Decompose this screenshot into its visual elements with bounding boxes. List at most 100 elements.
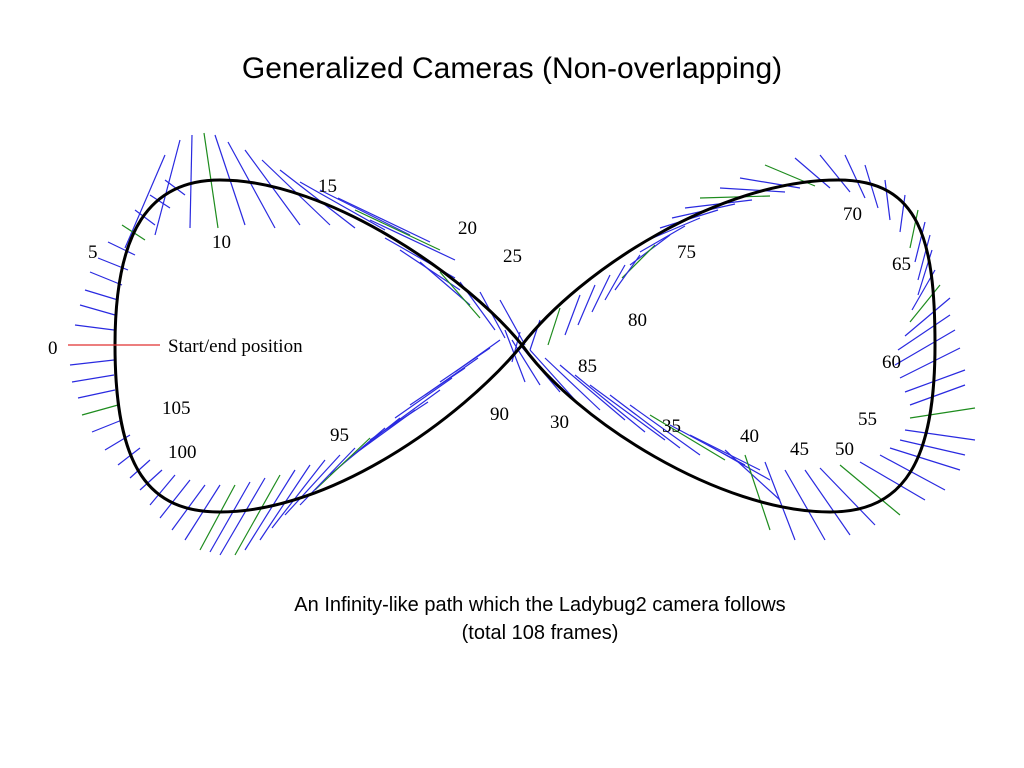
camera-ray — [529, 349, 576, 401]
camera-ray — [897, 314, 951, 351]
camera-ray — [219, 477, 266, 556]
camera-ray — [899, 347, 961, 379]
camera-ray — [914, 221, 926, 263]
frame-label: 55 — [858, 409, 877, 430]
frame-label: 30 — [550, 412, 569, 433]
frame-label: 40 — [740, 426, 759, 447]
camera-ray — [639, 225, 686, 253]
camera-ray — [794, 157, 831, 189]
camera-ray — [864, 164, 879, 209]
camera-ray — [149, 474, 176, 506]
figure-caption: An Infinity-like path which the Ladybug2… — [225, 591, 855, 647]
camera-ray — [917, 234, 931, 281]
camera-ray — [859, 461, 926, 501]
frame-label: 35 — [662, 416, 681, 437]
camera-ray — [69, 359, 115, 366]
camera-ray — [319, 189, 411, 236]
frame-label: 90 — [490, 404, 509, 425]
camera-ray — [284, 454, 341, 516]
camera-ray — [107, 241, 136, 256]
camera-ray — [904, 297, 951, 337]
frame-label: 65 — [892, 254, 911, 275]
frame-label: 75 — [677, 242, 696, 263]
camera-ray — [189, 134, 193, 229]
camera-ray — [764, 461, 796, 541]
camera-ray — [354, 209, 441, 251]
camera-ray — [84, 289, 119, 301]
camera-ray — [209, 481, 251, 553]
camera-ray — [609, 394, 681, 449]
camera-ray — [244, 469, 296, 551]
camera-ray — [234, 474, 281, 556]
camera-ray — [439, 271, 481, 319]
camera-ray — [719, 187, 786, 193]
camera-ray — [614, 254, 641, 291]
camera-ray — [369, 219, 456, 261]
camera-ray — [909, 209, 919, 249]
camera-ray — [819, 154, 851, 193]
frame-label: 15 — [318, 176, 337, 197]
start-end-label: Start/end position — [168, 336, 303, 357]
camera-ray — [504, 329, 526, 383]
camera-ray — [499, 299, 526, 346]
camera-ray — [71, 374, 115, 383]
camera-ray — [559, 364, 626, 421]
camera-ray — [394, 377, 453, 419]
camera-ray — [899, 194, 906, 233]
camera-ray — [744, 454, 771, 531]
camera-ray — [299, 181, 386, 231]
camera-ray — [894, 329, 956, 366]
camera-ray — [129, 459, 151, 479]
frame-label: 70 — [843, 204, 862, 225]
camera-ray — [227, 141, 276, 229]
camera-ray — [591, 274, 611, 313]
camera-ray — [81, 404, 119, 416]
camera-ray — [271, 459, 326, 529]
frame-label: 20 — [458, 218, 477, 239]
camera-ray — [574, 374, 646, 433]
camera-ray — [739, 177, 801, 189]
frame-label: 0 — [48, 338, 58, 359]
camera-ray — [149, 194, 171, 209]
frame-label: 105 — [162, 398, 191, 419]
camera-ray — [884, 179, 891, 221]
camera-ray — [889, 447, 961, 471]
camera-ray — [124, 154, 166, 249]
frame-label: 45 — [790, 439, 809, 460]
camera-ray — [409, 367, 466, 406]
camera-ray — [904, 429, 976, 441]
slide-title: Generalized Cameras (Non-overlapping) — [241, 52, 783, 85]
camera-ray — [604, 264, 626, 301]
camera-ray — [724, 449, 781, 501]
camera-ray — [699, 195, 771, 199]
camera-ray — [184, 484, 221, 541]
frame-label: 80 — [628, 310, 647, 331]
camera-ray — [77, 389, 116, 399]
camera-ray — [547, 307, 561, 346]
camera-ray — [629, 404, 701, 456]
camera-ray — [139, 469, 163, 491]
frame-label: 50 — [835, 439, 854, 460]
camera-ray — [279, 169, 356, 229]
camera-ray — [79, 304, 116, 316]
camera-ray — [909, 384, 966, 406]
camera-ray — [117, 447, 141, 466]
camera-ray — [899, 439, 966, 456]
camera-ray — [159, 479, 191, 519]
camera-ray — [419, 261, 471, 306]
camera-ray — [879, 454, 946, 491]
infinity-path — [113, 178, 937, 514]
camera-ray — [91, 419, 123, 433]
camera-ray — [909, 407, 976, 419]
camera-ray — [804, 469, 851, 536]
camera-ray — [199, 484, 236, 551]
frame-label: 85 — [578, 356, 597, 377]
camera-ray — [784, 469, 826, 541]
camera-ray — [164, 179, 186, 196]
camera-ray — [337, 197, 431, 243]
camera-ray — [564, 294, 581, 336]
camera-ray — [589, 384, 666, 441]
camera-ray — [134, 209, 156, 226]
camera-ray — [74, 324, 115, 331]
